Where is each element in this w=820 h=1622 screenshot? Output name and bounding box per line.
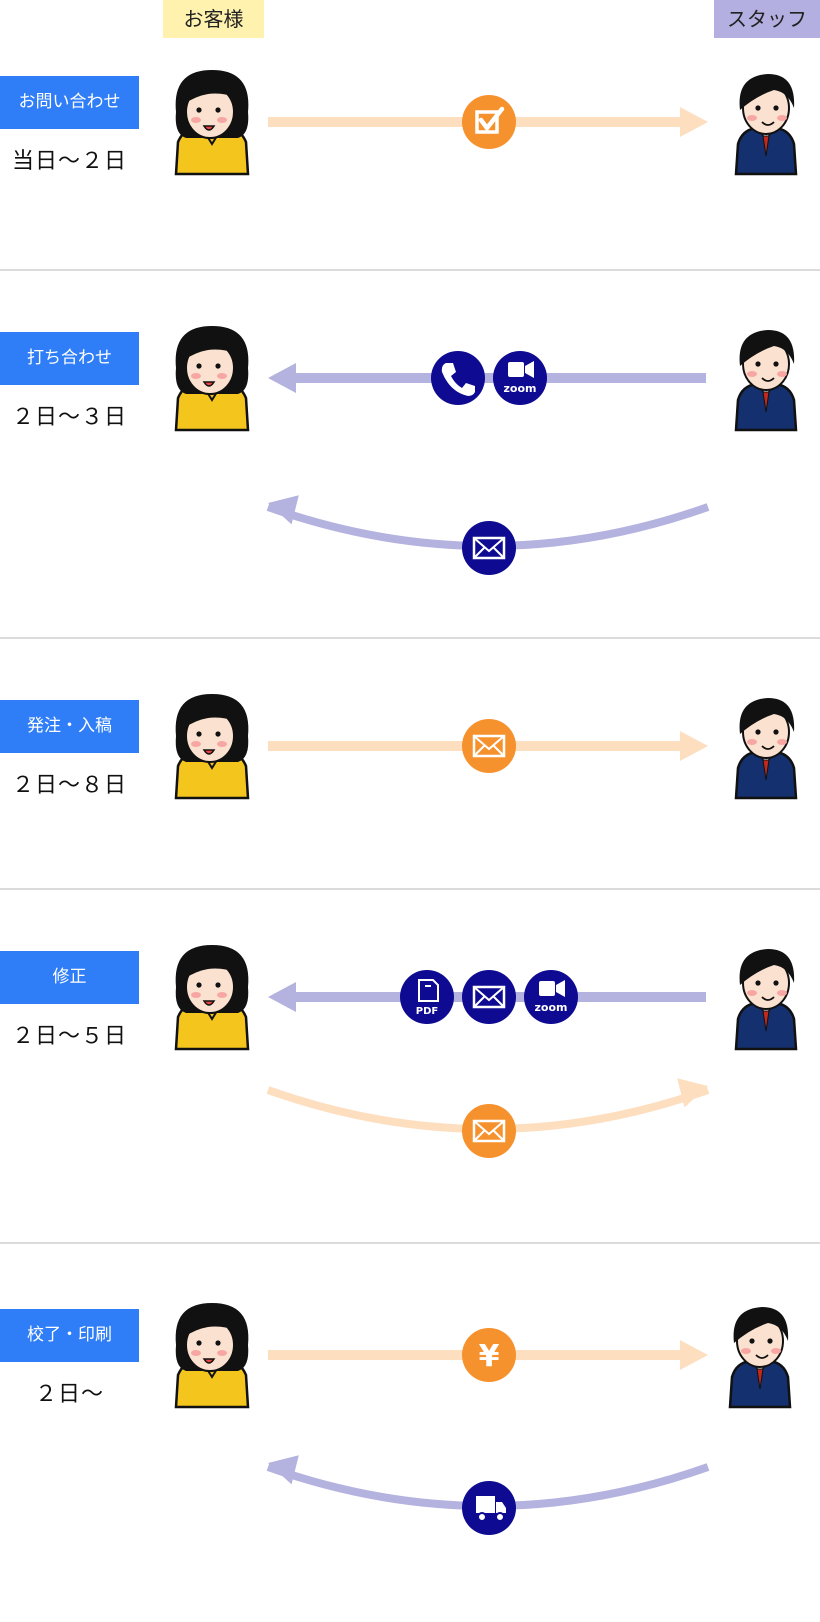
- customer-figure: [174, 945, 250, 1051]
- customer-figure: [174, 326, 250, 432]
- step-label-print: 校了・印刷: [0, 1309, 139, 1362]
- customer-figure: [174, 694, 250, 800]
- step-duration-revision: ２日〜５日: [11, 1024, 127, 1049]
- zoom-text: zoom: [535, 1001, 568, 1014]
- step-label-order: 発注・入稿: [0, 700, 139, 753]
- pdf-text: PDF: [416, 1006, 438, 1017]
- step-duration-order: ２日〜８日: [11, 773, 127, 798]
- phone-icon: [431, 351, 485, 405]
- mail-icon: [462, 970, 516, 1024]
- staff-figure: [734, 330, 798, 432]
- header-customer: お客様: [163, 0, 264, 38]
- mail-icon: [462, 521, 516, 575]
- staff-figure: [734, 949, 798, 1051]
- step-label-revision: 修正: [0, 951, 139, 1004]
- step-duration-inquiry: 当日〜２日: [11, 149, 127, 174]
- step-duration-meeting: ２日〜３日: [11, 405, 127, 430]
- step-label-inquiry: お問い合わせ: [0, 76, 139, 129]
- pdf-icon: PDF: [400, 970, 454, 1024]
- customer-figure: [174, 1303, 250, 1409]
- staff-figure: [734, 74, 798, 176]
- step-label-meeting: 打ち合わせ: [0, 332, 139, 385]
- straight-arrow-to-customer: [268, 363, 706, 393]
- customer-figure: [174, 70, 250, 176]
- staff-figure: [728, 1307, 792, 1409]
- staff-figure: [734, 698, 798, 800]
- zoom-icon: zoom: [493, 351, 547, 405]
- zoom-text: zoom: [504, 382, 537, 395]
- mail-icon: [462, 1104, 516, 1158]
- checkbox-icon: [462, 95, 516, 149]
- header-staff: スタッフ: [714, 0, 820, 38]
- mail-icon: [462, 719, 516, 773]
- yen-text: ¥: [479, 1339, 500, 1374]
- truck-icon: [462, 1481, 516, 1535]
- step-duration-print: ２日〜: [34, 1382, 104, 1407]
- yen-icon: ¥: [462, 1328, 516, 1382]
- zoom-icon: zoom: [524, 970, 578, 1024]
